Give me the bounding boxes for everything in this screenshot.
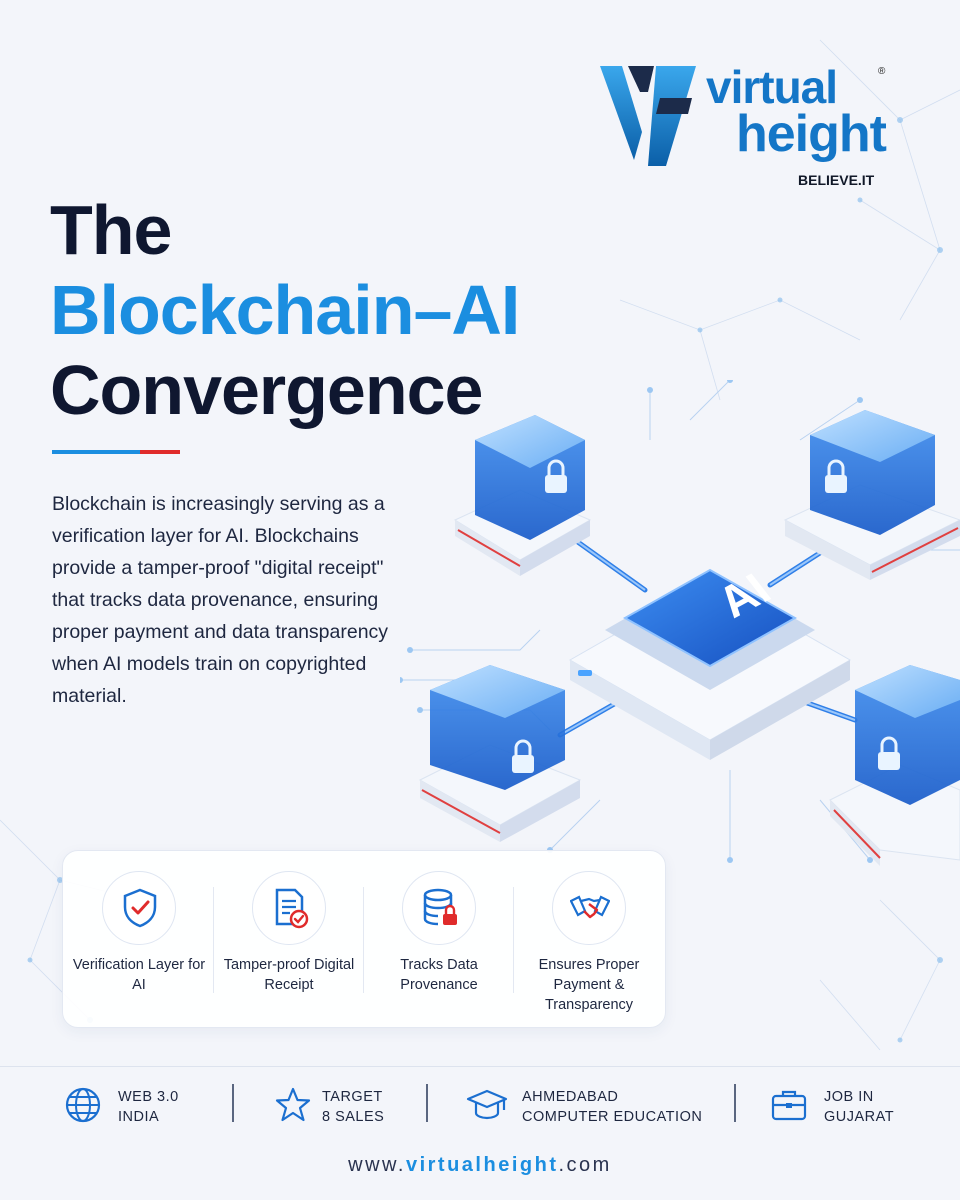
bottom-item-label: JOB IN GUJARAT [824, 1089, 895, 1125]
footer-divider [0, 1066, 960, 1067]
bottom-item-education: AHMEDABAD COMPUTER EDUCATION [466, 1086, 716, 1130]
bottom-item-job: JOB IN GUJARAT [770, 1086, 920, 1130]
feature-label: Ensures Proper Payment & Transparency [538, 957, 640, 1013]
handshake-icon [570, 895, 610, 919]
title-line-3: Convergence [50, 351, 483, 429]
bottom-item-target: TARGET 8 SALES [274, 1086, 414, 1130]
feature-label: Tracks Data Provenance [400, 957, 478, 993]
website-brand: virtualheight [405, 1154, 559, 1176]
website-url[interactable]: www.virtualheight.com [0, 1154, 960, 1177]
logo-word-height: height [736, 105, 887, 163]
lock-cube-bottom-right [829, 665, 960, 866]
feature-payment-transparency: Ensures Proper Payment & Transparency [515, 851, 663, 1029]
briefcase-icon [771, 1090, 807, 1121]
bottom-item-web3: WEB 3.0 INDIA [64, 1086, 224, 1130]
page-title: The Blockchain–AI Convergence [50, 190, 520, 430]
feature-verification: Verification Layer for AI [65, 851, 213, 1029]
database-lock-icon [423, 888, 457, 926]
description-text: Blockchain is increasingly serving as a … [52, 493, 389, 707]
globe-icon [65, 1087, 101, 1123]
title-line-2: Blockchain–AI [50, 271, 520, 349]
website-suffix: .com [558, 1154, 612, 1176]
title-line-1: The [50, 191, 172, 269]
feature-data-provenance: Tracks Data Provenance [365, 851, 513, 1029]
website-prefix: www. [348, 1154, 406, 1176]
brand-logo: virtual height ® BELIEVE.IT [600, 61, 900, 192]
lock-cube-bottom-left [418, 665, 582, 842]
blockchain-ai-illustration: AI [400, 380, 960, 866]
graduation-cap-icon [466, 1089, 508, 1120]
lock-cube-top-right [783, 410, 960, 580]
star-icon [275, 1087, 311, 1122]
logo-mark-icon [600, 66, 696, 166]
logo-registered-mark: ® [878, 66, 886, 77]
lock-cube-top-left [453, 415, 592, 576]
bottom-item-label: AHMEDABAD COMPUTER EDUCATION [522, 1089, 703, 1125]
feature-label: Tamper-proof Digital Receipt [223, 957, 355, 993]
feature-label: Verification Layer for AI [72, 957, 206, 993]
features-card: Verification Layer for AI Tamper-proof D… [62, 850, 666, 1028]
logo-word-virtual: virtual [706, 61, 838, 113]
logo-tagline: BELIEVE.IT [798, 172, 875, 188]
bottom-item-label: TARGET 8 SALES [322, 1089, 385, 1125]
document-check-icon [275, 888, 309, 929]
title-underline [52, 450, 180, 454]
bottom-item-label: WEB 3.0 INDIA [118, 1089, 179, 1125]
shield-check-icon [123, 888, 157, 928]
feature-digital-receipt: Tamper-proof Digital Receipt [215, 851, 363, 1029]
